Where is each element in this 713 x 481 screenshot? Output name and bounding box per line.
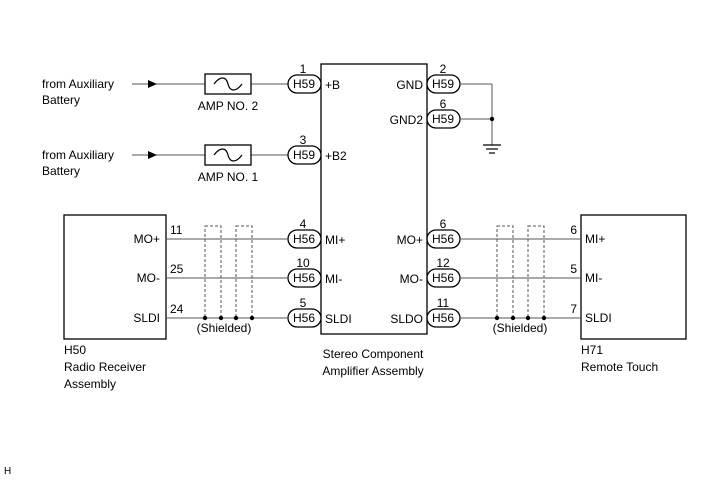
- amp-pin-label: MO-: [400, 272, 423, 286]
- arrow-icon: [148, 80, 157, 88]
- junction-dot: [218, 315, 224, 321]
- amp-left-pins: [287, 74, 322, 328]
- connector-h59: H59: [293, 77, 315, 91]
- pin-number: 6: [440, 97, 447, 111]
- pin-number: 25: [170, 262, 184, 276]
- fuse-label-amp-no-1: AMP NO. 1: [198, 170, 259, 184]
- source-2-label-line1: from Auxiliary: [42, 148, 114, 162]
- remote-name-line1: Remote Touch: [581, 360, 658, 374]
- amp-pin-label: MI-: [325, 272, 342, 286]
- pin-number: 12: [436, 256, 450, 270]
- radio-receiver-box: [63, 214, 167, 340]
- pin-number: 10: [296, 256, 310, 270]
- amplifier-box: [320, 63, 428, 335]
- pin-number: 2: [440, 62, 447, 76]
- pin-number: 11: [170, 223, 183, 237]
- amp-right-pins: [426, 74, 461, 328]
- connector-h59: H59: [293, 148, 315, 162]
- amp-pin-label: +B2: [325, 149, 347, 163]
- junction-dot: [510, 315, 516, 321]
- fuse-icon: [213, 148, 243, 162]
- amp-pin-label: SLDI: [325, 312, 352, 326]
- remote-pin-label: MI-: [585, 271, 602, 285]
- radio-id: H50: [64, 343, 86, 357]
- radio-pin-label: MO-: [137, 271, 160, 285]
- remote-pin-label: SLDI: [585, 311, 612, 325]
- pin-number: 4: [300, 217, 307, 231]
- junction-dot: [489, 116, 495, 122]
- pin-number: 1: [300, 62, 307, 76]
- fuse-amp-no-1: [204, 144, 252, 166]
- connector-h59: H59: [432, 77, 454, 91]
- connector-h56: H56: [432, 311, 454, 325]
- fuse-icon: [213, 77, 243, 91]
- source-2-label-line2: Battery: [42, 164, 80, 178]
- junction-dot: [494, 315, 500, 321]
- amp-pin-label: +B: [325, 78, 340, 92]
- shield-right: [496, 225, 545, 319]
- junction-dot: [541, 315, 547, 321]
- shield-left: [204, 225, 253, 319]
- pin-number: 6: [570, 223, 577, 237]
- pin-number: 5: [300, 296, 307, 310]
- amp-pin-label: MI+: [325, 233, 345, 247]
- amp-pin-label: GND2: [390, 113, 424, 127]
- pin-number: 7: [570, 302, 577, 316]
- remote-pin-label: MI+: [585, 232, 605, 246]
- pin-number: 24: [170, 302, 184, 316]
- connector-h56: H56: [293, 311, 315, 325]
- pin-number: 6: [440, 217, 447, 231]
- ground-icon: [483, 144, 501, 154]
- pin-number: 5: [570, 262, 577, 276]
- amplifier-name-line2: Amplifier Assembly: [322, 364, 423, 378]
- radio-pin-label: SLDI: [133, 311, 160, 325]
- fuse-amp-no-2: [204, 73, 252, 95]
- radio-pin-label: MO+: [134, 232, 160, 246]
- shielded-label-right: (Shielded): [493, 321, 548, 335]
- arrow-icon: [148, 151, 157, 159]
- amp-pin-label: SLDO: [390, 312, 423, 326]
- amp-pin-label: GND: [396, 78, 423, 92]
- amplifier-name-line1: Stereo Component: [323, 347, 424, 361]
- source-1-label-line2: Battery: [42, 93, 80, 107]
- junction-dot: [525, 315, 531, 321]
- radio-name-line1: Radio Receiver: [64, 360, 146, 374]
- remote-touch-box: [580, 214, 687, 340]
- connector-h56: H56: [293, 271, 315, 285]
- fuse-label-amp-no-2: AMP NO. 2: [198, 99, 259, 113]
- footer-code: H: [4, 466, 11, 477]
- remote-id: H71: [581, 343, 603, 357]
- pin-number: 3: [300, 133, 307, 147]
- connector-h56: H56: [293, 232, 315, 246]
- amp-pin-label: MO+: [397, 233, 423, 247]
- junction-dot: [249, 315, 255, 321]
- shielded-label-left: (Shielded): [197, 321, 252, 335]
- connector-h56: H56: [432, 232, 454, 246]
- source-1-label-line1: from Auxiliary: [42, 77, 114, 91]
- junction-dot: [233, 315, 239, 321]
- connector-h56: H56: [432, 271, 454, 285]
- junction-dot: [202, 315, 208, 321]
- pin-number: 11: [437, 296, 450, 310]
- radio-name-line2: Assembly: [64, 377, 116, 391]
- connector-h59: H59: [432, 112, 454, 126]
